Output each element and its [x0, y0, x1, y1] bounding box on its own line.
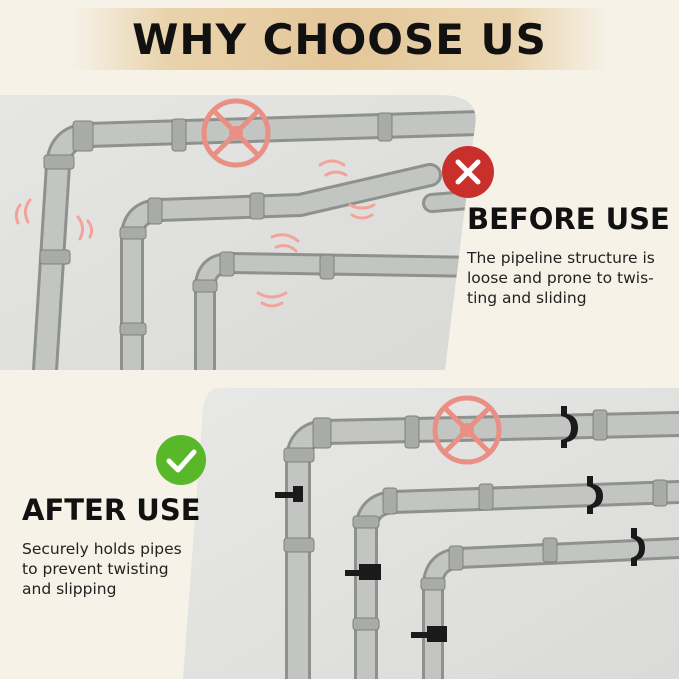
description-line: loose and prone to twis- [467, 269, 654, 287]
check-icon [156, 435, 206, 485]
description-line: Securely holds pipes [22, 540, 182, 558]
before-use-heading: BEFORE USE [467, 202, 670, 236]
before-use-description: The pipeline structure is loose and pron… [467, 248, 672, 308]
after-use-photo [183, 388, 679, 679]
cross-icon [442, 146, 494, 198]
page-title: WHY CHOOSE US [132, 14, 547, 64]
description-line: ting and sliding [467, 289, 587, 307]
description-line: The pipeline structure is [467, 249, 655, 267]
description-line: to prevent twisting [22, 560, 169, 578]
before-use-photo [0, 95, 480, 370]
title-banner: WHY CHOOSE US [70, 8, 609, 70]
description-line: and slipping [22, 580, 117, 598]
after-use-heading: AFTER USE [22, 493, 201, 527]
after-use-description: Securely holds pipes to prevent twisting… [22, 539, 197, 599]
